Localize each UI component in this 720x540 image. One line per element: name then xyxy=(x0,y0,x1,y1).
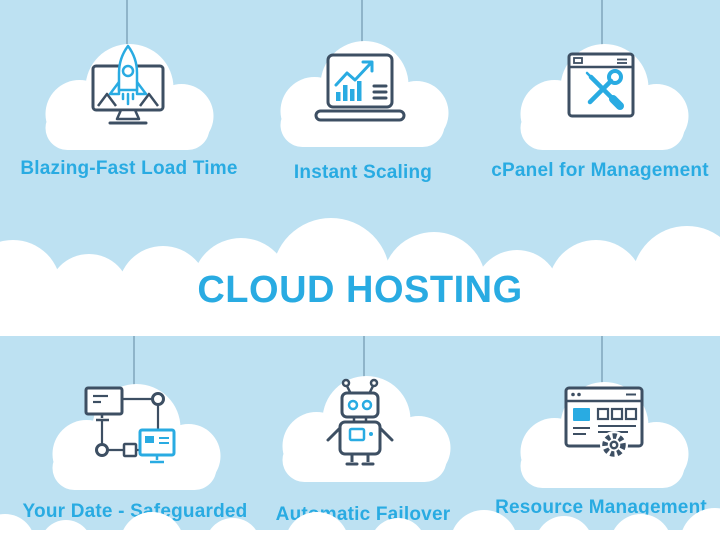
rocket-monitor-icon xyxy=(91,44,165,125)
scaling-chart-laptop-icon xyxy=(314,53,406,122)
cloud-band-base xyxy=(0,290,720,336)
feature-label: Your Date - Safeguarded xyxy=(22,501,248,522)
hang-string xyxy=(363,336,365,382)
hang-string xyxy=(126,0,128,50)
feature-label: Blazing-Fast Load Time xyxy=(20,158,238,179)
hang-string xyxy=(601,0,603,48)
hang-string xyxy=(361,0,363,48)
main-title: CLOUD HOSTING xyxy=(197,269,523,311)
resource-browser-gear-icon xyxy=(564,386,644,459)
cpanel-tools-icon xyxy=(567,52,635,118)
feature-label: cPanel for Management xyxy=(491,160,709,181)
feature-label: Resource Management xyxy=(495,497,707,518)
feature-label: Instant Scaling xyxy=(293,162,433,183)
safeguarded-data-network-icon xyxy=(84,386,176,464)
hang-string xyxy=(133,336,135,390)
failover-robot-icon xyxy=(326,378,394,466)
hang-string xyxy=(601,336,603,384)
bottom-band-base xyxy=(0,530,720,540)
